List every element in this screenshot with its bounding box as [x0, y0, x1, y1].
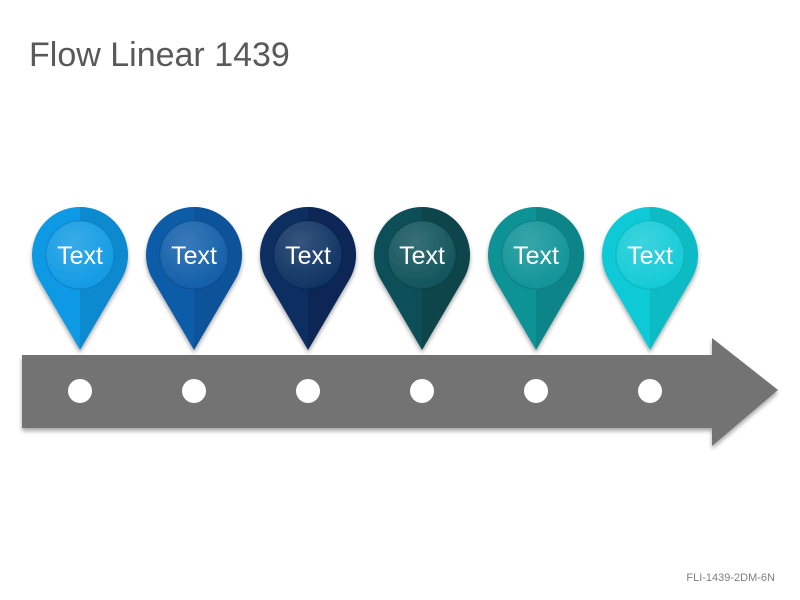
slide-title: Flow Linear 1439: [29, 36, 290, 74]
timeline-dot: [296, 379, 320, 403]
timeline-dots: [68, 379, 662, 403]
pin-marker: [260, 206, 356, 350]
pin-gloss: [274, 221, 342, 289]
pin-marker: [32, 206, 129, 350]
timeline-dot: [524, 379, 548, 403]
timeline-dot: [410, 379, 434, 403]
pin-gloss: [502, 221, 570, 289]
pin-label: Text: [171, 242, 217, 270]
pin-label: Text: [57, 242, 103, 270]
pin-gloss: [46, 221, 114, 289]
pin-gloss: [160, 221, 228, 289]
timeline-dot: [68, 379, 92, 403]
timeline-arrow: [22, 338, 778, 446]
slide-code: FLI-1439-2DM-6N: [686, 572, 775, 584]
pin-gloss: [616, 221, 684, 289]
timeline-dot: [638, 379, 662, 403]
timeline-dot: [182, 379, 206, 403]
location-pins: Text Text Text Text Text Text: [32, 206, 698, 350]
pin-marker: [602, 206, 698, 350]
pin-label: Text: [627, 242, 673, 270]
pin-label: Text: [399, 242, 445, 270]
pin-marker: [487, 206, 584, 350]
pin-marker: [146, 206, 243, 350]
pin-marker: [374, 206, 470, 350]
pin-label: Text: [285, 242, 331, 270]
pin-gloss: [388, 221, 456, 289]
arrow-body: [22, 338, 778, 446]
pin-label: Text: [513, 242, 559, 270]
